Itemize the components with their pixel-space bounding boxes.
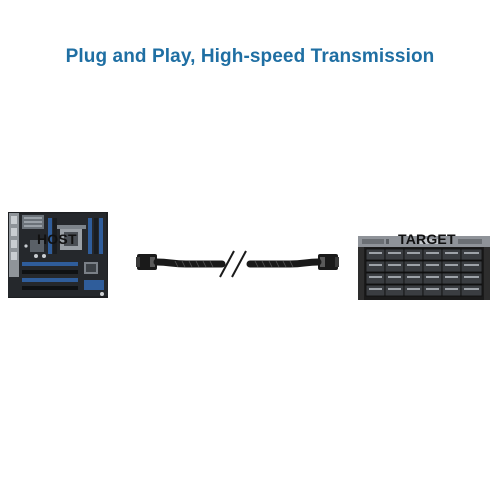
page-title: Plug and Play, High-speed Transmission bbox=[65, 46, 435, 67]
host-label: HOST bbox=[37, 231, 77, 247]
target-label: TARGET bbox=[398, 231, 456, 247]
